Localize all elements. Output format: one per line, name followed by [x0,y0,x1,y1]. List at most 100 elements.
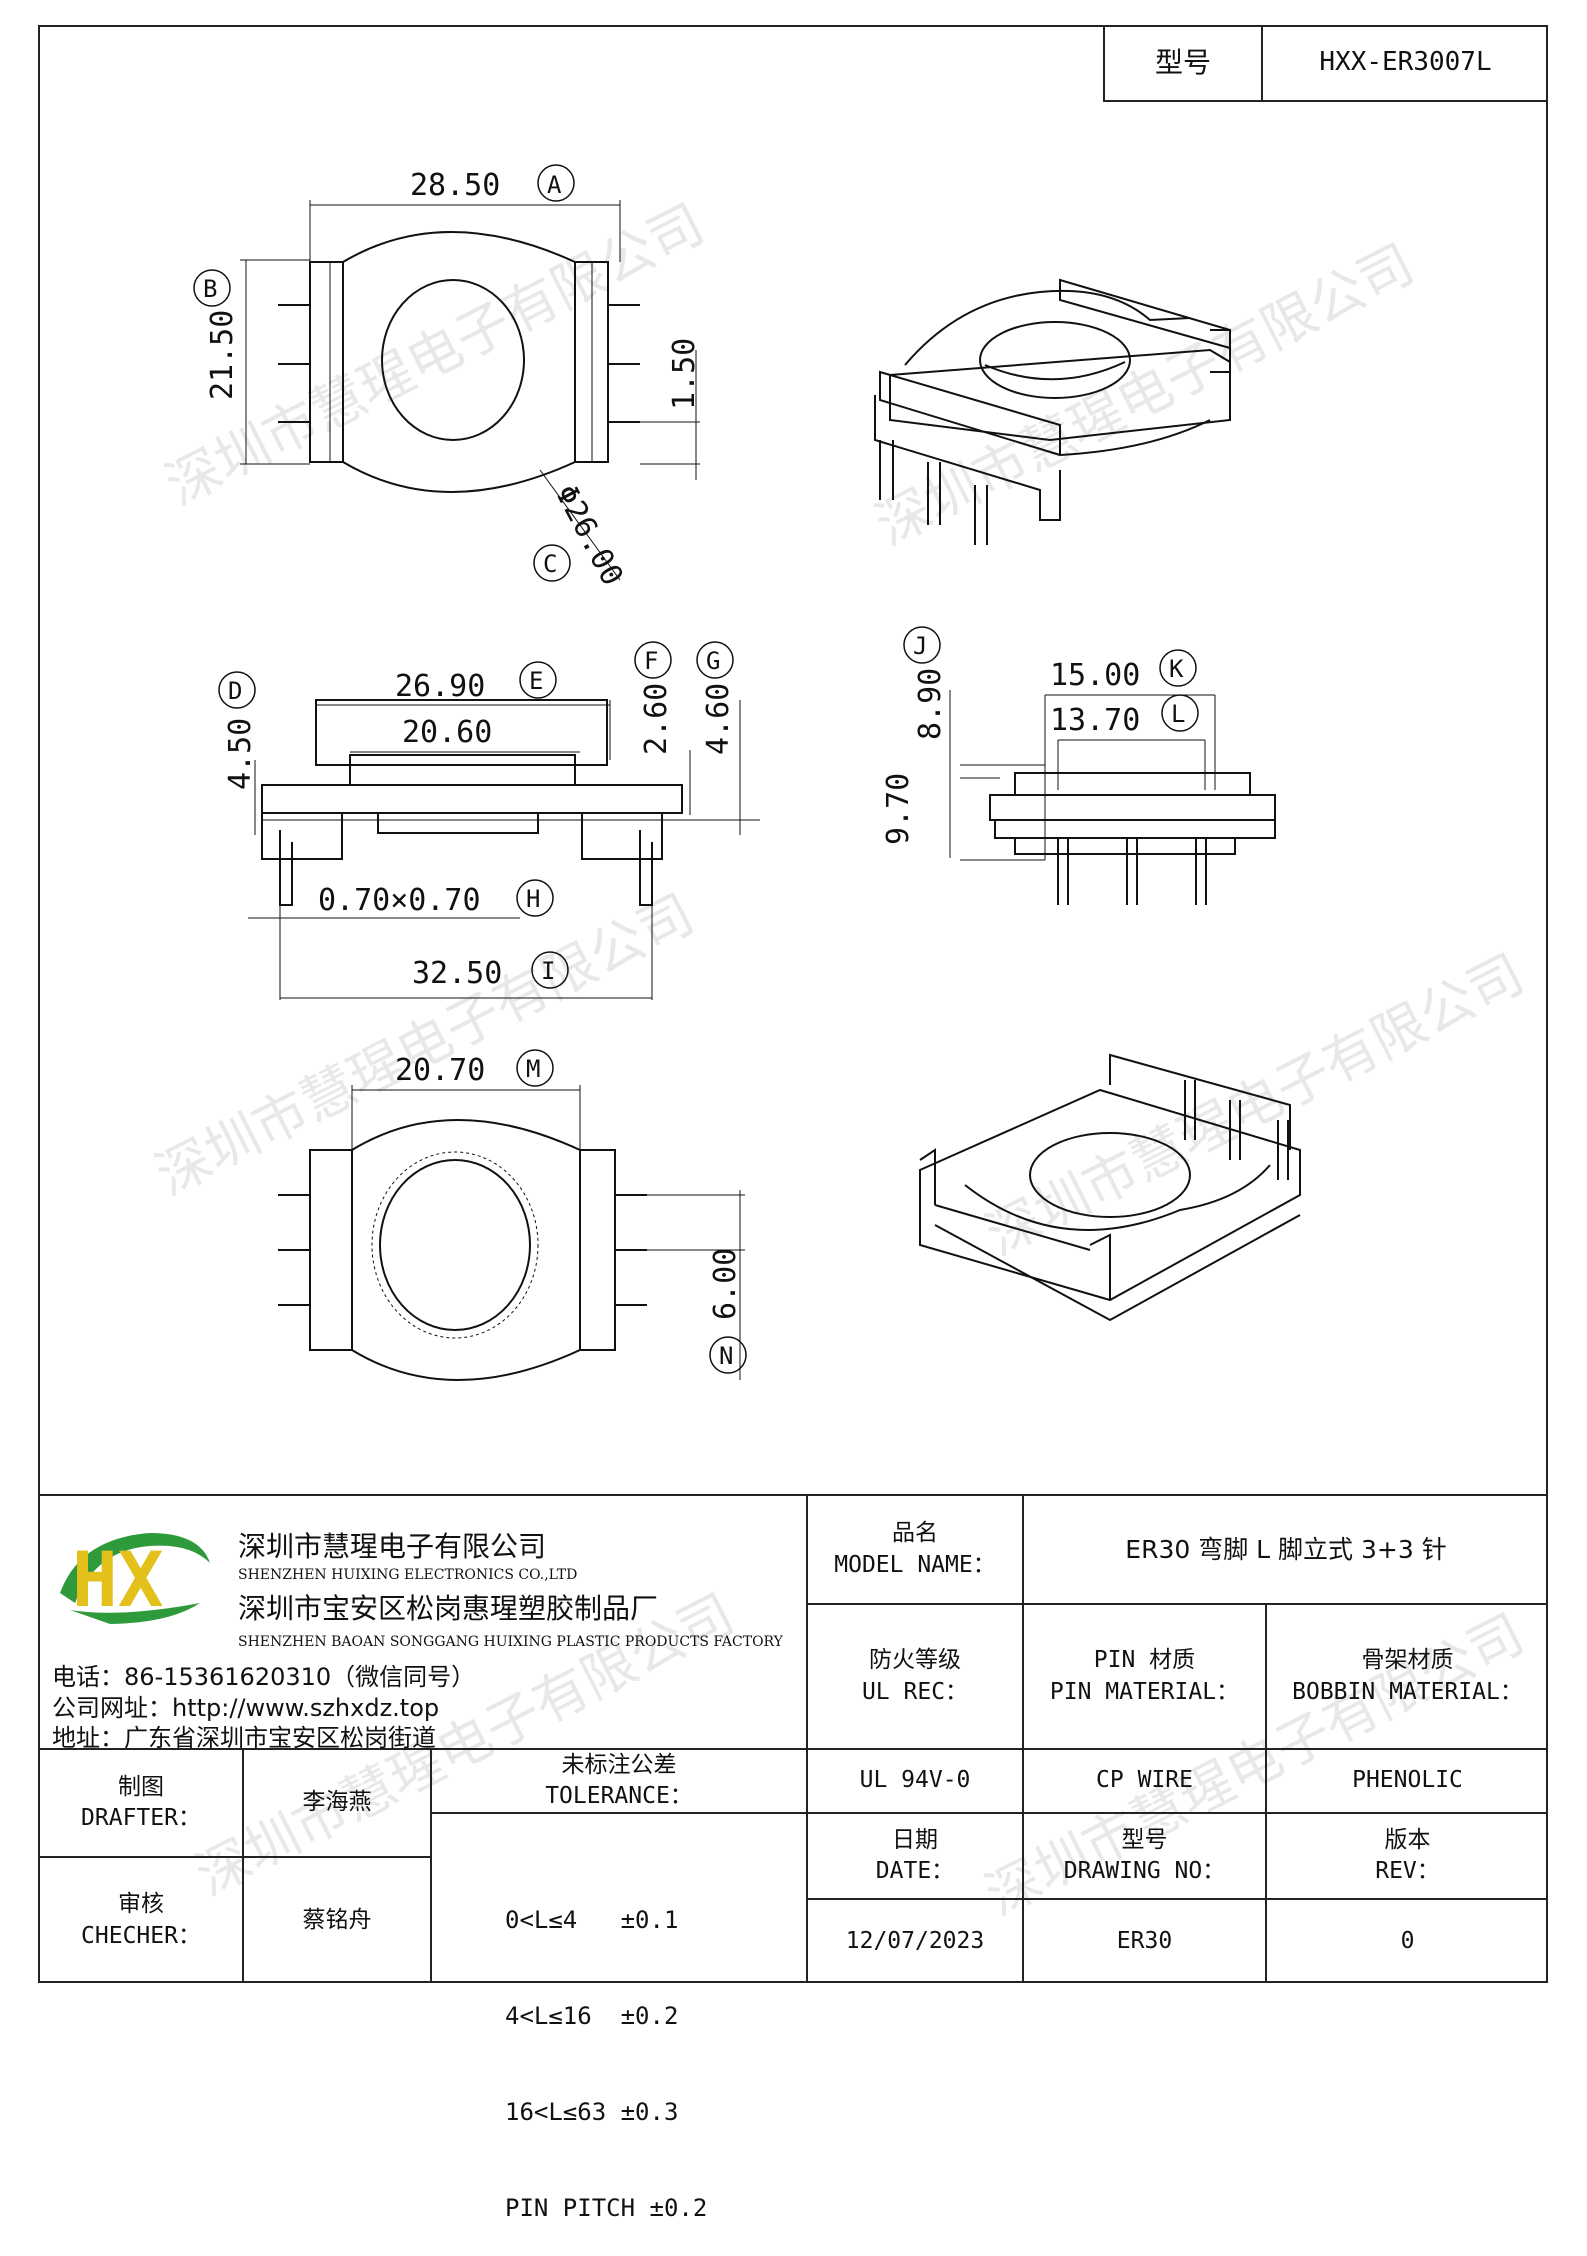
checker-en: CHECHER： [81,1922,201,1949]
tag-F: F [644,647,658,675]
dim-K: 15.00 [1050,658,1140,693]
fire-rating-value: UL 94V-0 [859,1767,971,1794]
tag-B: B [203,275,217,303]
drawing-no-label: 型号 DRAWING NO： [1024,1814,1265,1898]
factory-name-en: SHENZHEN BAOAN SONGGANG HUIXING PLASTIC … [238,1634,783,1650]
bottom-view [278,1119,647,1381]
dim-D: 4.50 [223,718,258,790]
tag-C: C [543,550,557,578]
drafter-label: 制图 DRAFTER： [40,1750,242,1856]
iso-view-2 [919,1053,1301,1322]
top-view-hole [381,279,525,441]
date-value: 12/07/2023 [845,1927,985,1954]
dim-N: 6.00 [708,1248,743,1320]
checker-cn: 审核 [118,1891,164,1918]
company-logo: HX [60,1533,210,1624]
dim-side-h: 9.70 [881,773,916,845]
tag-I: I [541,957,555,985]
company-website: 公司网址：http://www.szhxdz.top [52,1694,440,1722]
dim-I: 32.50 [412,956,502,991]
tag-J: J [913,632,927,660]
rev-cn: 版本 [1384,1826,1431,1853]
factory-name-cn: 深圳市宝安区松岗惠瑆塑胶制品厂 [238,1592,659,1625]
dim-inner: 20.60 [402,715,492,750]
tol-cn: 未标注公差 [561,1751,677,1778]
bobbin-material-value: PHENOLIC [1352,1767,1463,1794]
tb-line [1265,1603,1267,1983]
top-view-pins [278,304,640,423]
tag-M: M [526,1055,540,1083]
dwg-cn: 型号 [1121,1826,1168,1853]
tb-top-line [38,1494,1548,1496]
tolerance-label: 未标注公差 TOLERANCE： [432,1750,806,1812]
iso-view-1 [874,278,1231,545]
tag-H: H [526,885,540,913]
logo-text: HX [72,1535,164,1624]
top-view-body [309,231,609,493]
model-value: HXX-ER3007L [1319,46,1492,77]
date-en: DATE： [875,1858,955,1884]
drafter-name: 李海燕 [302,1789,372,1816]
rev-en: REV： [1375,1858,1440,1884]
bobbin-material-label: 骨架材质 BOBBIN MATERIAL： [1267,1605,1548,1748]
drafter-en: DRAFTER： [81,1805,201,1831]
dim-E: 26.90 [395,669,485,704]
tb-line [806,1494,808,1983]
tag-D: D [228,677,242,705]
bobbin-en: BOBBIN MATERIAL： [1292,1678,1523,1705]
model-name-cn: 品名 [892,1520,938,1547]
tag-G: G [706,647,720,675]
dim-M: 20.70 [395,1053,485,1088]
dim-F: 2.60 [639,683,674,755]
checker-label: 审核 CHECHER： [40,1858,242,1983]
dim-pin-step: 1.50 [667,338,702,410]
model-name-label: 品名 MODEL NAME： [808,1496,1022,1603]
tb-line [38,1748,1548,1750]
dim-L: 13.70 [1050,703,1140,738]
tol-line: 16<L≤63 ±0.3 [505,2098,679,2126]
model-name-value: ER30 弯脚 L 脚立式 3+3 针 [1125,1534,1447,1564]
tag-E: E [529,667,543,695]
fire-en: UL REC： [861,1678,969,1705]
dim-G: 4.60 [701,683,736,755]
company-name-en: SHENZHEN HUIXING ELECTRONICS CO.,LTD [238,1567,578,1583]
tol-line: 0<L≤4 ±0.1 [505,1906,679,1934]
technical-drawing: 28.50 A 21.50 B 1.50 Φ26.00 C D 4.50 26.… [193,164,1301,1381]
tag-L: L [1171,700,1185,728]
tb-line [807,1898,1548,1900]
tb-line [1022,1494,1024,1983]
tb-line [430,1812,1548,1814]
tol-en: TOLERANCE： [545,1783,693,1809]
dim-C: Φ26.00 [548,479,630,591]
pin-mat-cn: PIN 材质 [1093,1647,1196,1674]
top-view-outline [312,262,575,462]
tag-A: A [547,171,562,199]
rev-value: 0 [1400,1927,1415,1954]
model-label: 型号 [1105,25,1263,100]
drawing-frame [38,25,1548,1983]
side-view [989,772,1276,905]
dwg-en: DRAWING NO： [1063,1858,1226,1884]
drawing-no-value: ER30 [1116,1927,1173,1954]
fire-cn: 防火等级 [869,1647,961,1674]
tb-line [430,1748,432,1983]
dim-J: 8.90 [913,668,948,740]
checker-name: 蔡铭舟 [302,1906,372,1933]
tol-line: 4<L≤16 ±0.2 [505,2002,679,2030]
rev-label: 版本 REV： [1267,1814,1548,1898]
pin-material-label: PIN 材质 PIN MATERIAL： [1024,1605,1265,1748]
model-name-en: MODEL NAME： [834,1551,996,1578]
tolerance-table: 0<L≤4 ±0.1 4<L≤16 ±0.2 16<L≤63 ±0.3 PIN … [505,1840,707,2256]
tag-K: K [1169,655,1184,683]
drafter-cn: 制图 [118,1773,164,1800]
dim-A: 28.50 [410,168,500,203]
pin-material-value: CP WIRE [1096,1767,1193,1794]
tb-line [807,1603,1548,1605]
company-address: 地址：广东省深圳市宝安区松岗街道 [52,1724,436,1752]
company-phone: 电话：86-15361620310（微信同号） [52,1663,476,1691]
fire-rating-label: 防火等级 UL REC： [808,1605,1022,1748]
tb-line [242,1748,244,1983]
tag-N: N [719,1342,733,1370]
tb-line [38,1856,430,1858]
model-header: 型号 HXX-ER3007L [1103,25,1548,102]
